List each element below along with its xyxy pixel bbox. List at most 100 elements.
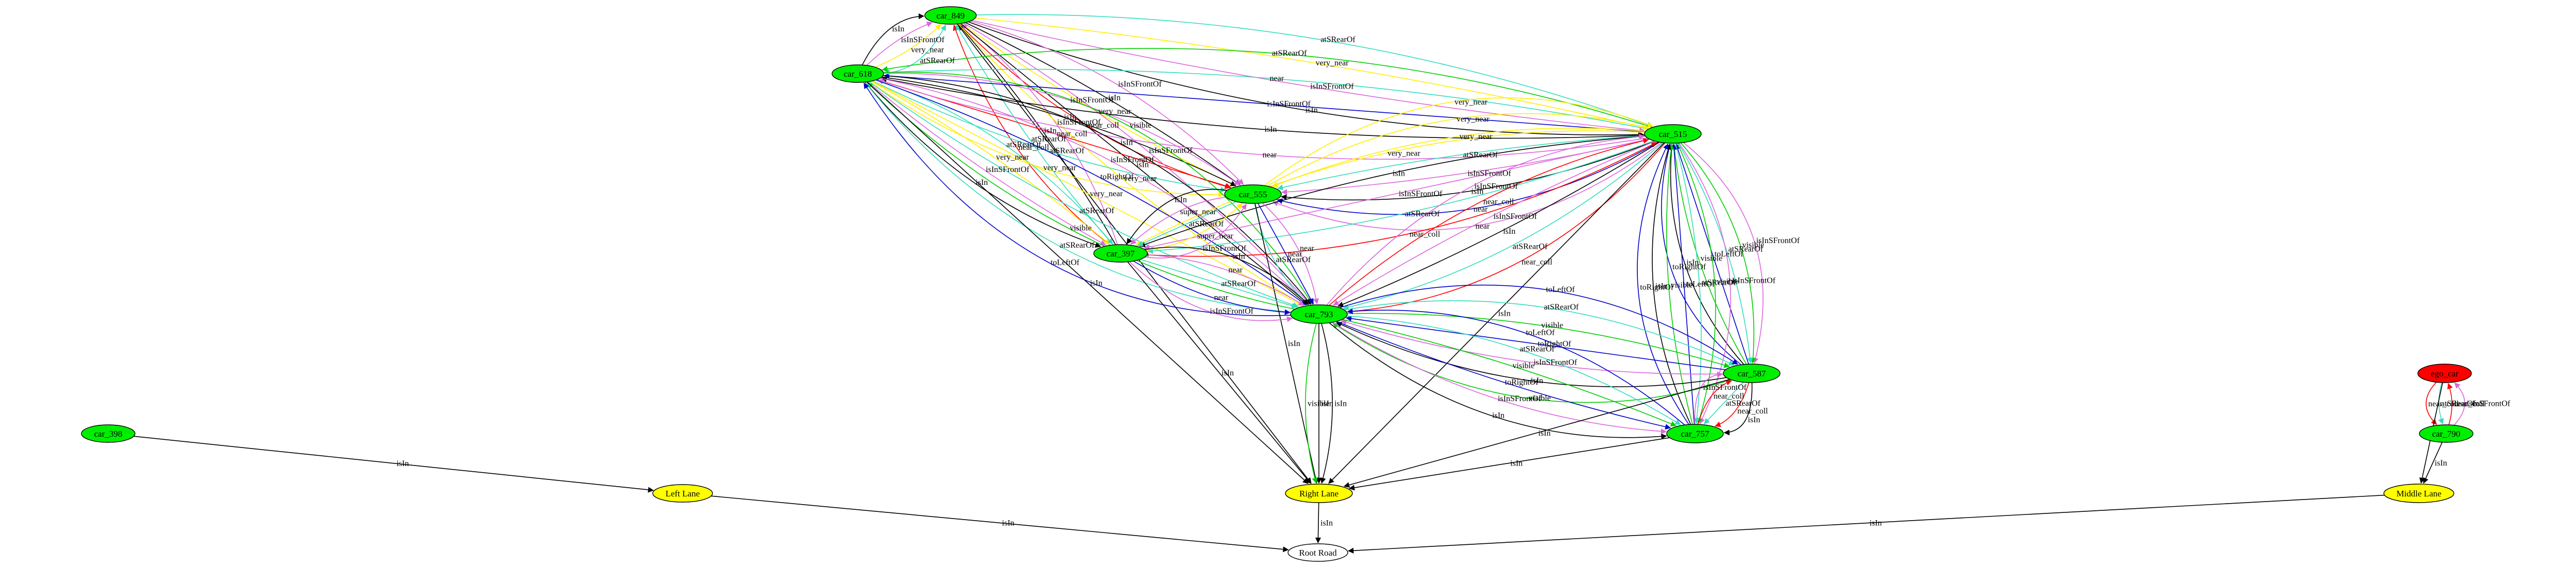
edge-label: atSRearOf [1725,399,1760,408]
edge-label: very_near [911,46,944,55]
edge-label: toLeftOf [1686,280,1716,289]
edge-label: isInSFrontOf [1399,190,1443,198]
node-label: Root Road [1299,548,1337,558]
edge-car-793-to-car-757-torightof [1336,321,1671,430]
node-label: car_555 [1239,190,1267,199]
node-ellipse [1224,184,1282,204]
edge-label: atSRearOf [1463,151,1498,160]
edge-car-790-to-middle-lane-isin [2423,442,2443,484]
edge-label: isIn [1471,187,1484,196]
edge-car-618-to-car-793-isin [883,75,1312,305]
edge-label: isIn [2435,459,2447,468]
node-root-road[interactable]: Root Road [1287,543,1348,562]
edge-label: isInSFrontOf [1498,394,1541,403]
edge-label: isIn [1306,106,1318,114]
edge-label: very_near [1387,149,1421,158]
node-ellipse [652,484,713,503]
edge-label: atSRearOf [1189,219,1224,228]
edge-car-793-to-car-757-visible [1342,319,1677,427]
edge-label: isInSFrontOf [1057,118,1101,127]
edge-label: near_coll [1019,143,1049,152]
edge-label: visible [1541,321,1563,330]
node-car-555[interactable]: car_555 [1224,184,1282,204]
edge-label: isInSFrontOf [1732,276,1776,285]
node-ego-car[interactable]: ego_car [2417,364,2472,383]
edge-car-793-to-car-618-atsrearof [865,82,1292,313]
node-middle-lane[interactable]: Middle Lane [2383,484,2454,503]
edge-label: near_coll [1057,130,1088,139]
node-left-lane[interactable]: Left Lane [652,484,713,503]
node-car-849[interactable]: car_849 [924,6,977,25]
node-right-lane[interactable]: Right Lane [1285,484,1353,503]
edge-car-618-to-car-849-very-near [874,24,942,68]
node-car-618[interactable]: car_618 [832,64,884,83]
node-label: Right Lane [1299,489,1338,498]
edge-label: atSRearOf [2441,400,2476,408]
edge-label: visible [1742,240,1765,249]
node-ellipse [924,6,977,25]
edge-label: isIn [1288,339,1300,348]
edge-car-397-to-car-849-near-coll [953,24,1111,246]
edge-car-618-to-car-397-isin [865,81,1101,248]
edge-label: isIn [1320,519,1333,527]
edge-car-587-to-car-515-visible [1671,143,1747,365]
edge-car-515-to-car-397-isin [1139,135,1646,248]
edge-car-397-to-car-515-near-coll [1147,142,1657,257]
edge-car-555-to-car-793-near [1262,202,1319,305]
node-ellipse [2419,424,2473,443]
node-ellipse [1287,543,1348,562]
edge-car-515-to-car-587-isinsfrontof [1683,142,1764,364]
node-car-587[interactable]: car_587 [1723,364,1781,383]
edge-label: isIn [1064,113,1076,122]
edge-label: very_near [1316,59,1349,67]
edge-car-398-to-left-lane-isin [133,436,654,493]
edge-label: atSRearOf [1031,135,1066,144]
edge-car-618-to-car-849-isinsfrontof [866,22,933,66]
edge-label: very_near [1098,107,1132,116]
edge-car-618-to-car-397-very-near [871,80,1110,245]
edge-car-515-to-car-618-atsrearof [882,48,1653,128]
edge-car-587-to-car-757-near-coll [1715,382,1750,427]
edge-car-515-to-car-397-atsrearof [1147,140,1654,254]
edge-label: atSRearOf [1701,278,1736,287]
edge-car-515-to-car-618-isinsfrontof [883,73,1646,132]
edge-label: isIn [1503,227,1516,236]
edge-car-793-to-car-757-isinsfrontof [1332,322,1667,435]
edge-label: super_near [1180,208,1216,216]
edge-label: isInSFrontOf [986,165,1029,174]
node-car-397[interactable]: car_397 [1093,244,1148,263]
edge-car-515-to-car-757-atsrearof [1675,143,1702,424]
edge-label: isIn [1175,195,1187,204]
edge-label: atSRearOf [1276,255,1311,264]
edge-label: isInSFrontOf [1534,358,1578,367]
edge-car-515-to-car-793-atsrearof [1343,142,1664,311]
node-car-398[interactable]: car_398 [81,424,135,443]
edge-label: near [1288,250,1302,259]
edge-car-793-to-car-587-toleftof [1339,284,1738,365]
edge-label: visible [1513,362,1535,370]
edge-label: isIn [1222,369,1234,377]
edge-label: isIn [1498,309,1511,318]
edge-car-849-to-car-555-isinsfrontof [970,21,1244,185]
edge-label: very_near [996,153,1029,162]
edge-label: atSRearOf [1520,345,1555,354]
node-car-793[interactable]: car_793 [1290,304,1348,324]
node-car-515[interactable]: car_515 [1644,124,1702,144]
edge-car-757-to-car-515-visible [1666,143,1693,425]
node-car-790[interactable]: car_790 [2419,424,2473,443]
edge-car-397-to-car-793-atsrearof [1140,259,1298,309]
edge-label: isInSFrontOf [2467,399,2511,408]
edge-car-587-to-car-793-isinsfrontof [1341,319,1724,375]
edge-label: isIn [1531,376,1543,385]
edge-label: isIn [1686,259,1699,267]
edge-car-849-to-car-515-isinsfrontof [972,20,1646,134]
edge-car-790-to-ego-car-near-coll [2447,383,2453,425]
edge-car-793-to-car-587-visible [1347,313,1730,368]
edge-car-618-to-car-555-atsrearof [872,80,1227,193]
edge-label: isIn [1044,126,1057,135]
edge-label: isIn [1655,282,1668,291]
node-car-757[interactable]: car_757 [1666,424,1724,443]
edge-middle-lane-to-root-road-isin [1348,494,2385,554]
edge-car-587-to-car-793-torightof [1345,316,1726,370]
edge-label: near [1214,293,1229,302]
